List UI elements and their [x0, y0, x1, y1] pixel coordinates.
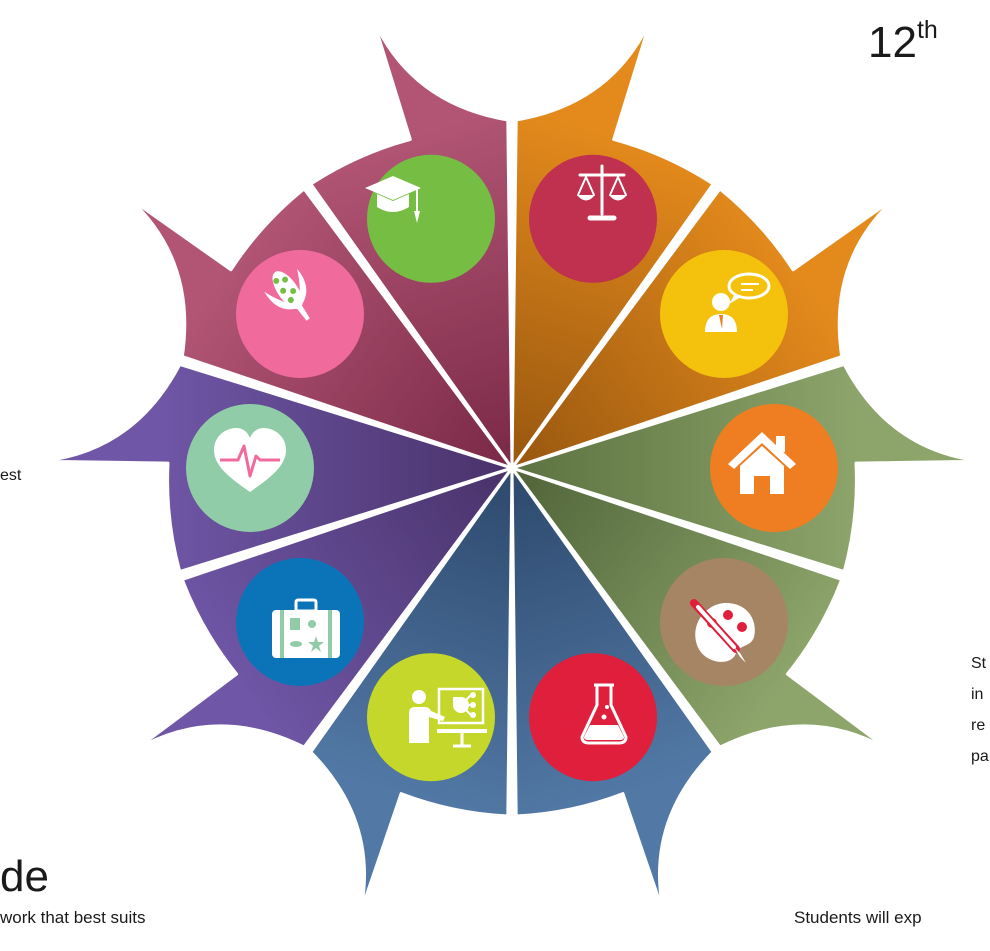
speaker-speech-bubble-icon	[705, 272, 771, 332]
corn-icon	[264, 268, 310, 321]
heart-pulse-icon	[214, 428, 286, 492]
scales-of-justice-icon	[577, 164, 627, 221]
house-icon	[728, 432, 796, 494]
suitcase-icon	[272, 598, 340, 658]
graduation-cap-icon	[365, 176, 421, 223]
left-section-body: work that best suits	[0, 908, 146, 927]
grade-heading: 12th	[868, 16, 938, 67]
icon-badge	[367, 154, 495, 283]
left-fragment-text: est	[0, 467, 22, 484]
palette-brush-icon	[690, 599, 755, 663]
icon-badge	[529, 653, 657, 782]
wheel-segments	[40, 17, 984, 915]
icon-badge	[236, 250, 364, 378]
icon-badge	[660, 250, 788, 378]
wheel-hub	[508, 464, 516, 472]
left-section-heading: de	[0, 852, 49, 901]
right-paragraph-line-1: St	[971, 655, 987, 672]
right-paragraph-line-2: in	[971, 686, 984, 703]
wheel-icons	[186, 154, 838, 782]
right-paragraph-line-4: pa	[971, 748, 989, 765]
presentation-board-icon	[409, 687, 487, 748]
flask-icon	[580, 683, 628, 745]
right-paragraph-line-3: re	[971, 717, 986, 734]
right-section-body: Students will exp	[794, 908, 922, 927]
